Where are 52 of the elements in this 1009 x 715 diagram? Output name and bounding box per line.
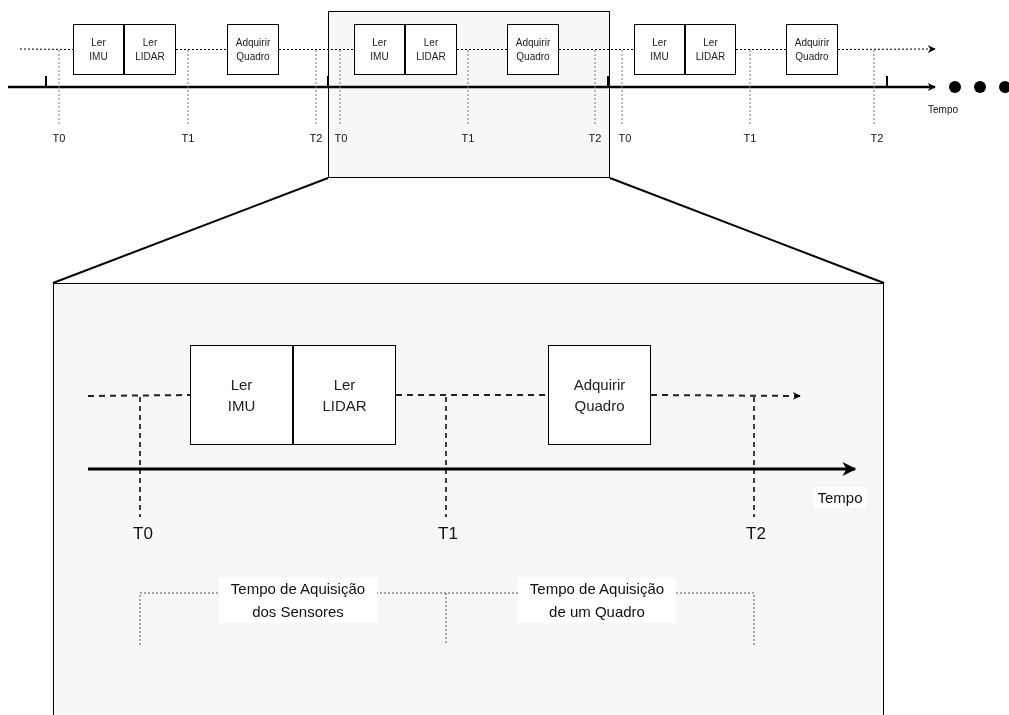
- annotation-text: Tempo de Aquisição de um Quadro: [518, 578, 676, 623]
- time-label: T1: [461, 132, 475, 144]
- time-label: T2: [870, 132, 884, 144]
- dotted-connector: [735, 49, 787, 50]
- time-label: T2: [746, 524, 766, 544]
- process-box: [507, 24, 559, 75]
- process-box: [190, 345, 293, 445]
- zoom-detail-panel: [53, 283, 884, 715]
- axis-label: Tempo: [813, 487, 867, 508]
- zoom-line: [52, 177, 329, 284]
- process-box: [354, 24, 405, 75]
- arrow: [650, 391, 801, 400]
- box-label: Ler IMU: [370, 35, 389, 64]
- dotted-connector: [175, 49, 228, 50]
- process-box: [293, 345, 396, 445]
- box-label: Ler IMU: [650, 35, 669, 64]
- box-label: Ler IMU: [227, 375, 256, 416]
- zoom-line: [609, 177, 885, 284]
- dotted-connector: [558, 49, 635, 50]
- box-label: Ler LIDAR: [416, 35, 446, 64]
- dotted-connector: [87, 394, 191, 397]
- time-label: T1: [743, 132, 757, 144]
- time-label: T2: [588, 132, 602, 144]
- arrow: [837, 45, 936, 54]
- box-label: Ler IMU: [89, 35, 108, 64]
- dotted-connector: [278, 49, 355, 50]
- process-box: [124, 24, 176, 75]
- dotted-connector: [456, 49, 508, 50]
- process-box: [548, 345, 651, 445]
- process-box: [685, 24, 736, 75]
- time-label: T0: [334, 132, 348, 144]
- process-box: [634, 24, 685, 75]
- time-label: T0: [133, 524, 153, 544]
- zoom-window-box: [328, 11, 610, 178]
- axis-label: Tempo: [928, 104, 958, 115]
- process-box: [227, 24, 279, 75]
- process-box: [786, 24, 838, 75]
- box-label: Ler LIDAR: [322, 375, 367, 416]
- process-box: [405, 24, 457, 75]
- box-label: Adquirir Quadro: [235, 35, 271, 64]
- annotation-text: Tempo de Aquisição dos Sensores: [219, 578, 377, 623]
- time-label: T0: [618, 132, 632, 144]
- box-label: Ler LIDAR: [695, 35, 726, 64]
- time-label: T1: [438, 524, 458, 544]
- box-label: Adquirir Quadro: [573, 375, 626, 416]
- process-box: [73, 24, 124, 75]
- time-label: T0: [52, 132, 66, 144]
- box-label: Ler LIDAR: [135, 35, 165, 64]
- time-label: T1: [181, 132, 195, 144]
- box-label: Adquirir Quadro: [794, 35, 830, 64]
- time-label: T2: [309, 132, 323, 144]
- box-label: Adquirir Quadro: [515, 35, 551, 64]
